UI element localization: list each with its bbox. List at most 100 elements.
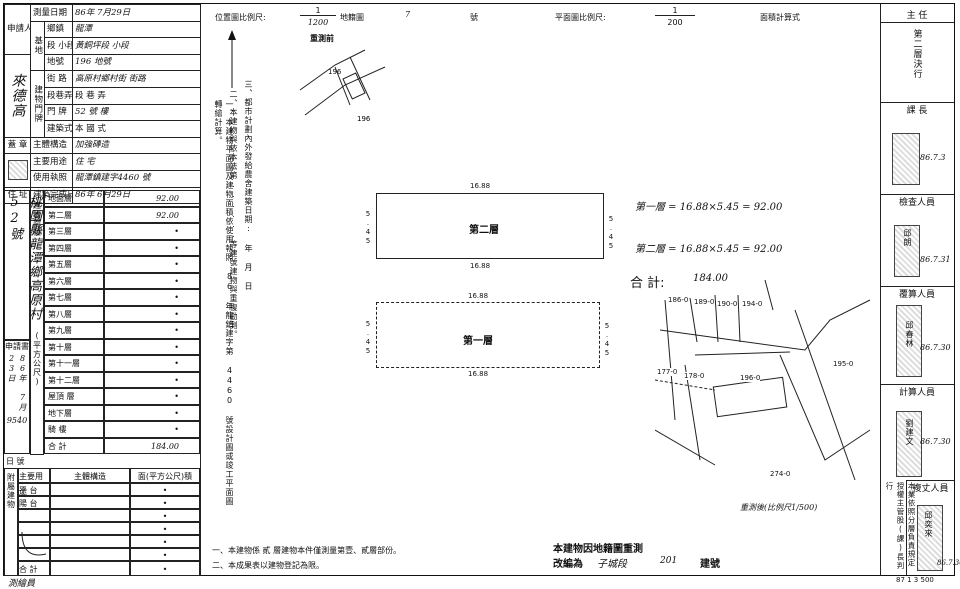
loc-label: 建物門牌 <box>30 70 45 138</box>
plan-scale-den: 200 <box>667 18 683 27</box>
right-row-0: 第二層決行 <box>880 22 954 102</box>
right-row-4: 計算人員 劉建文 86.7.30 <box>880 384 954 480</box>
renum-label: 改編為 <box>553 559 583 570</box>
location-map: 196 <box>299 49 386 123</box>
section-label: 段 小段 <box>43 37 74 55</box>
annex-total-value: • <box>130 561 200 576</box>
right-person-3: 邱春林 <box>905 321 914 348</box>
use-label: 主要用途 <box>29 153 74 171</box>
annex-row-struct <box>50 509 130 522</box>
annex-side: 附屬建物 <box>4 468 18 576</box>
floor-value: • <box>104 305 200 322</box>
door-label: 門 牌 <box>43 103 74 122</box>
annex-row-struct <box>50 496 130 509</box>
cad-lot-label: 274-0 <box>770 470 791 478</box>
right-row-5-stamp <box>917 505 943 571</box>
annex-row-struct <box>50 483 130 496</box>
apply-cell: 申請書 86年 7月 23日 9540 <box>4 340 30 454</box>
measure-date-value: 86年 7月29日 <box>72 4 202 22</box>
right-row-5-label: 複丈人員 <box>912 484 949 494</box>
floor-row: 第八層• <box>44 305 200 322</box>
loc-map-number: 196 <box>328 68 342 76</box>
floor-value: 92.00 <box>104 206 200 223</box>
floor-name: 第八層 <box>44 305 104 322</box>
annex-label: 附屬建物 <box>6 473 16 509</box>
annex-row-struct <box>50 522 130 535</box>
annex-hand-mark <box>21 531 47 556</box>
cad-caption: 重測後(比例尺1/500) <box>740 503 818 512</box>
apply-label: 申請書 <box>5 342 29 351</box>
area-unit-label: (平方公尺) <box>32 331 42 387</box>
cadastral-map <box>655 280 871 481</box>
right-title: 主 任 <box>906 11 928 21</box>
date-label: 日 號 <box>6 457 25 466</box>
right-row-3-sig: 86.7.30 <box>920 343 951 352</box>
note-3: 三、都市計劃內外發給農舍建築日期: 年 月 日 <box>244 80 253 291</box>
struct-value: 加強磚造 <box>72 136 202 155</box>
loc-scale-label: 位置圖比例尺: <box>215 13 266 22</box>
right-row-2: 檢查人員 邱朗 86.7.31 <box>880 194 954 286</box>
apply-no: 9540 <box>6 416 28 425</box>
note-1: 一、本建物平面圖及建物面積依使用執照 86 年龍鎮建字第 4460 號設計圖或竣… <box>214 100 234 506</box>
right-person-4: 劉建文 <box>905 419 914 446</box>
plan-scale-num: 1 <box>655 6 695 16</box>
applicant-name: 來德高 <box>9 73 26 119</box>
plan-scale-label: 平面圖比例尺: <box>555 13 606 22</box>
floor2-dim-side: 5.45 <box>364 210 372 246</box>
floor-row: 第十層• <box>44 338 200 355</box>
cad-lot-label: 189-0 <box>694 298 715 306</box>
right-divider <box>880 4 881 576</box>
calc-label: 面積計算式 <box>760 13 800 22</box>
right-person-5: 邱奕來 <box>924 511 933 538</box>
annex-row-value: • <box>130 509 200 522</box>
geo-note: 本建物因地籍圖重測 <box>553 544 643 555</box>
renum-section: 子城段 <box>597 559 627 570</box>
floor-name: 第六層 <box>44 272 104 289</box>
floor-row: 第十一層• <box>44 355 200 372</box>
cad-lot-label: 186-0 <box>668 296 689 304</box>
floor-name: 第七層 <box>44 289 104 306</box>
floor-row: 騎 樓• <box>44 421 200 438</box>
address-value: 桃園縣龍潭鄉高原村52號 <box>7 195 41 321</box>
number-value: 196 地號 <box>72 53 202 72</box>
cad-lot-label: 196-0 <box>740 374 761 382</box>
right-row-1-label: 課 長 <box>906 106 928 116</box>
base-label: 基地 <box>30 20 45 72</box>
calc-line-2: 第二層 = 16.88×5.45 = 92.00 <box>635 244 783 255</box>
map-no: 7 <box>405 10 411 19</box>
annex-row-struct <box>50 548 130 561</box>
annex-row-struct <box>50 535 130 548</box>
floor-name: 第四層 <box>44 239 104 256</box>
area-side-label: 建物面積 <box>32 201 42 237</box>
annex-row-name <box>18 548 50 561</box>
cad-lot-label: 177-0 <box>657 368 678 376</box>
loc-map-lot-c: 196 <box>357 115 371 123</box>
left-stamp-text: 測繪員 <box>8 579 36 589</box>
use-value: 住 宅 <box>72 153 202 171</box>
floor2-dim-top: 16.88 <box>470 182 491 190</box>
style-value: 本 國 式 <box>72 120 202 138</box>
annex-area-label: 面(平方公尺)積 <box>130 468 200 483</box>
floor-value: • <box>104 272 200 289</box>
floor-name: 第十二層 <box>44 371 104 388</box>
right-row-5: 複丈人員 邱奕來 86.7.30 <box>906 480 960 575</box>
cad-lot-label: 190-0 <box>717 300 738 308</box>
floor-value: • <box>104 223 200 240</box>
floor-value: • <box>104 371 200 388</box>
floor-name: 第二層 <box>44 206 104 223</box>
style-label: 建築式樣 <box>43 120 74 138</box>
foot-note-1: 一、本建物係 貳 層建物本件僅測量第壹、貳層部份。 <box>212 546 402 555</box>
right-row-4-label: 計算人員 <box>898 388 935 398</box>
floor-name: 第三層 <box>44 223 104 240</box>
floor2-label: 第二層 <box>469 225 499 236</box>
floor-name: 地下層 <box>44 404 104 421</box>
right-row-3-label: 覆算人員 <box>898 290 935 300</box>
calc-total-label: 合 計: <box>630 276 665 291</box>
right-row-2-sig: 86.7.31 <box>920 255 951 264</box>
right-side-note: 本業依照分層負責規定授權主管股(課)長判行 <box>885 482 916 570</box>
floor-name: 屋頂 層 <box>44 388 104 405</box>
floor1-label: 第一層 <box>463 336 493 347</box>
floor-value: • <box>104 239 200 256</box>
